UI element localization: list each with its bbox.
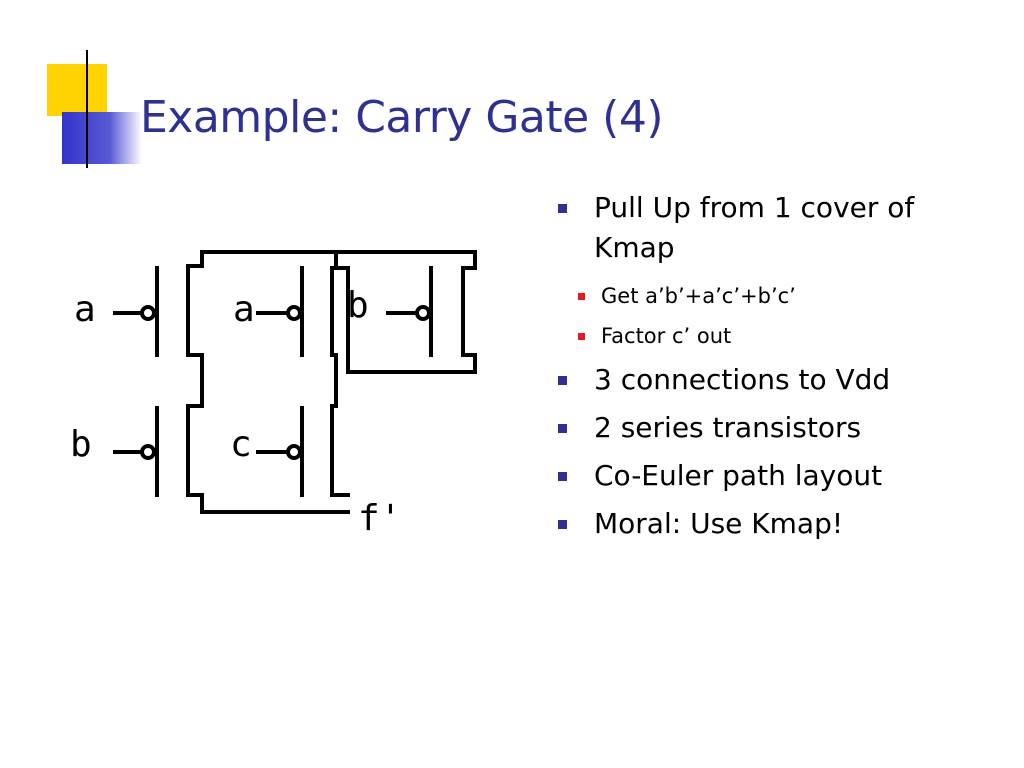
bullet-list: Pull Up from 1 cover of Kmap Get a’b’+a’… xyxy=(556,188,996,552)
pmos-b-left-bubble xyxy=(140,444,156,460)
wire xyxy=(334,266,477,374)
sub-bullet-list: Get a’b’+a’c’+b’c’ Factor c’ out xyxy=(556,276,996,356)
bullet-text: Moral: Use Kmap! xyxy=(594,507,844,540)
sub-bullet-text: Factor c’ out xyxy=(601,324,732,348)
bullet-marker xyxy=(558,472,567,481)
sub-bullet-text: Get a’b’+a’c’+b’c’ xyxy=(601,284,796,308)
bullet-item: 2 series transistors xyxy=(556,408,996,448)
sub-bullet-marker xyxy=(578,293,585,300)
input-a-mid-label: a xyxy=(233,289,255,330)
yellow-square xyxy=(47,64,107,116)
bullet-text: 2 series transistors xyxy=(594,411,862,444)
bullet-text: Pull Up from 1 cover of Kmap xyxy=(594,191,915,264)
input-b-right-label: b xyxy=(347,285,369,326)
pmos-a-left-channel xyxy=(186,264,204,357)
bullet-item: Moral: Use Kmap! xyxy=(556,504,996,544)
input-c-label: c xyxy=(230,424,252,465)
pmos-c-channel xyxy=(330,404,350,497)
output-label: f' xyxy=(358,498,401,539)
pmos-c-bubble xyxy=(286,444,302,460)
pmos-b-left-channel xyxy=(186,390,204,497)
pmos-a-mid-bubble xyxy=(286,305,302,321)
sub-bullet-marker xyxy=(578,333,585,340)
pmos-a-mid-channel xyxy=(330,266,338,357)
slide-title: Example: Carry Gate (4) xyxy=(140,92,664,143)
bullet-item: Pull Up from 1 cover of Kmap xyxy=(556,188,996,268)
bullet-marker xyxy=(558,204,567,213)
bullet-marker xyxy=(558,520,567,529)
bullet-marker xyxy=(558,424,567,433)
input-a-left-label: a xyxy=(74,289,96,330)
bullet-text: 3 connections to Vdd xyxy=(594,363,891,396)
sub-bullet-item: Factor c’ out xyxy=(556,316,996,356)
pmos-b-right-bubble xyxy=(415,305,431,321)
pmos-a-left-bubble xyxy=(140,305,156,321)
sub-bullet-item: Get a’b’+a’c’+b’c’ xyxy=(556,276,996,316)
blue-square xyxy=(62,112,142,164)
bullet-marker xyxy=(558,376,567,385)
output-wire xyxy=(200,493,350,514)
carry-gate-pullup-schematic: a a b b c f' xyxy=(70,250,477,539)
bullet-item: 3 connections to Vdd xyxy=(556,360,996,400)
bullet-text: Co-Euler path layout xyxy=(594,459,883,492)
title-decoration xyxy=(47,50,1010,168)
input-b-left-label: b xyxy=(70,424,92,465)
bullet-item: Co-Euler path layout xyxy=(556,456,996,496)
pmos-b-right-channel xyxy=(461,266,477,357)
